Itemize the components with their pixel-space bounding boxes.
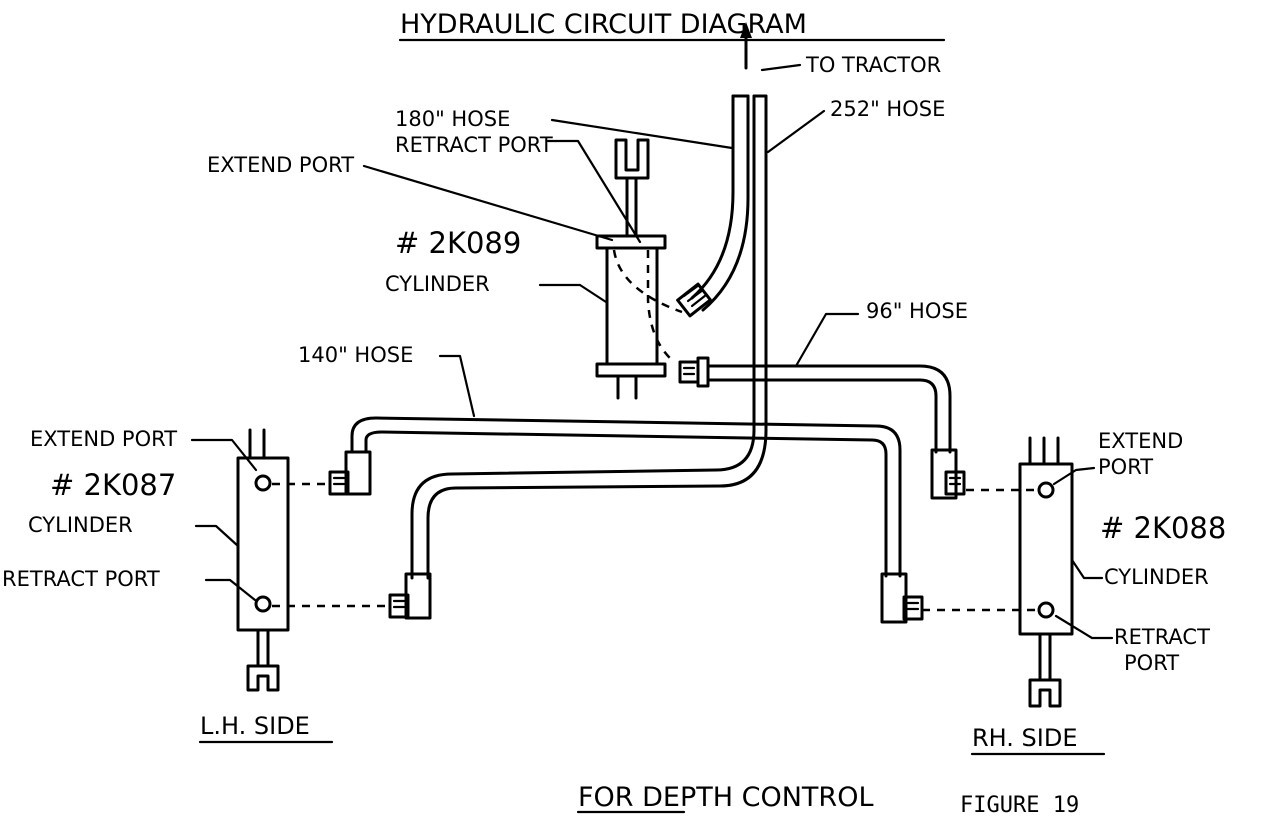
- hose-96: [706, 364, 952, 454]
- part-number-center: # 2K089: [395, 226, 521, 260]
- cylinder-right-label: CYLINDER: [1104, 565, 1209, 589]
- rh-bottom-elbow-fitting: [880, 572, 924, 624]
- rh-side-label: RH. SIDE: [972, 724, 1078, 752]
- hose-252-leader: [766, 109, 826, 154]
- hose-252: [752, 94, 768, 432]
- part-number-right: # 2K088: [1100, 511, 1226, 545]
- extend-port-center-leader: [362, 164, 614, 242]
- hose-140: [350, 416, 902, 578]
- retract-port-center-leader: [546, 139, 642, 244]
- retract-port-left-leader: [204, 578, 257, 602]
- cylinder-left-leader: [194, 524, 240, 548]
- hose-96-label: 96" HOSE: [866, 299, 968, 323]
- figure-label: FIGURE 19: [960, 793, 1079, 818]
- hose-180-leader: [550, 118, 734, 150]
- hose-180-fitting: [676, 282, 712, 318]
- extend-port-left-leader: [190, 438, 258, 472]
- extend-port-right-leader: [1052, 466, 1096, 486]
- hose-252-label: 252" HOSE: [830, 97, 945, 121]
- diagram-subtitle: FOR DEPTH CONTROL: [578, 782, 873, 813]
- extend-port-right-label-2: PORT: [1098, 455, 1153, 479]
- extend-port-center-label: EXTEND PORT: [207, 153, 354, 177]
- retract-port-right-leader: [1054, 614, 1114, 640]
- lh-cylinder: [236, 428, 290, 692]
- hose-180: [690, 94, 750, 312]
- diagram-title: HYDRAULIC CIRCUIT DIAGRAM: [400, 9, 807, 40]
- hose-96-leader: [794, 312, 860, 368]
- rh-cylinder: [1018, 436, 1074, 708]
- part-number-left: # 2K087: [50, 468, 176, 502]
- cylinder-center-leader: [538, 283, 608, 304]
- rh-top-elbow-fitting: [930, 448, 966, 500]
- retract-port-left-label: RETRACT PORT: [2, 567, 160, 591]
- retract-port-right-label-2: PORT: [1124, 651, 1179, 675]
- cylinder-right-leader: [1070, 558, 1104, 580]
- to-tractor-leader: [760, 63, 802, 72]
- tractor-arrow: [740, 22, 752, 70]
- center-lower-fitting: [678, 356, 710, 388]
- extend-port-right-label-1: EXTEND: [1098, 429, 1183, 453]
- hose-140-label: 140" HOSE: [298, 343, 413, 367]
- hose-140-leader: [438, 354, 476, 418]
- cylinder-center-label: CYLINDER: [385, 272, 490, 296]
- cylinder-left-label: CYLINDER: [28, 513, 133, 537]
- hose-252-branch: [410, 428, 768, 580]
- lh-bottom-elbow-fitting: [388, 572, 432, 620]
- lh-top-elbow-fitting: [328, 450, 372, 496]
- retract-port-center-label: RETRACT PORT: [395, 133, 553, 157]
- extend-port-left-label: EXTEND PORT: [30, 427, 177, 451]
- retract-port-right-label-1: RETRACT: [1114, 625, 1210, 649]
- lh-side-label: L.H. SIDE: [200, 712, 310, 740]
- to-tractor-label: TO TRACTOR: [805, 53, 941, 77]
- center-cylinder: [595, 138, 683, 400]
- hose-180-label: 180" HOSE: [395, 107, 510, 131]
